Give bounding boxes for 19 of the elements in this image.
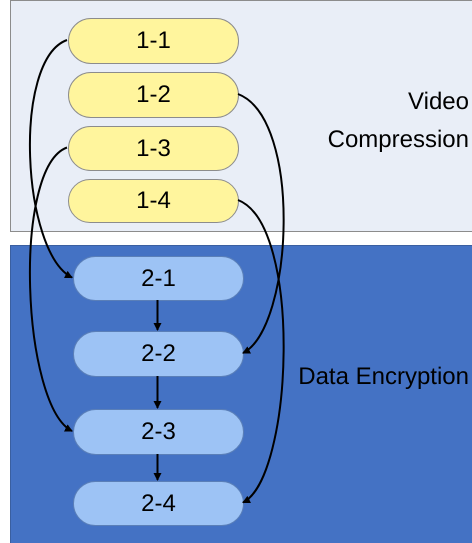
process-pill: 1-3 xyxy=(68,126,239,171)
process-pill: 1-1 xyxy=(68,18,239,64)
process-pill: 1-2 xyxy=(68,72,239,118)
panel-title: Data Encryption xyxy=(297,362,469,392)
process-pill: 2-4 xyxy=(73,481,244,526)
arrow xyxy=(237,93,285,354)
group-panel xyxy=(10,245,472,543)
process-pill: 1-4 xyxy=(68,179,239,223)
panel-title: Video Compression xyxy=(326,87,469,155)
group-panel xyxy=(10,0,472,232)
arrow xyxy=(154,376,162,409)
arrow xyxy=(154,300,162,331)
process-pill: 2-1 xyxy=(73,256,244,301)
arrow xyxy=(29,39,73,278)
arrow xyxy=(29,146,73,432)
arrow xyxy=(154,454,162,481)
process-pill: 2-2 xyxy=(73,331,244,377)
process-pill: 2-3 xyxy=(73,409,244,455)
arrow xyxy=(237,199,285,504)
